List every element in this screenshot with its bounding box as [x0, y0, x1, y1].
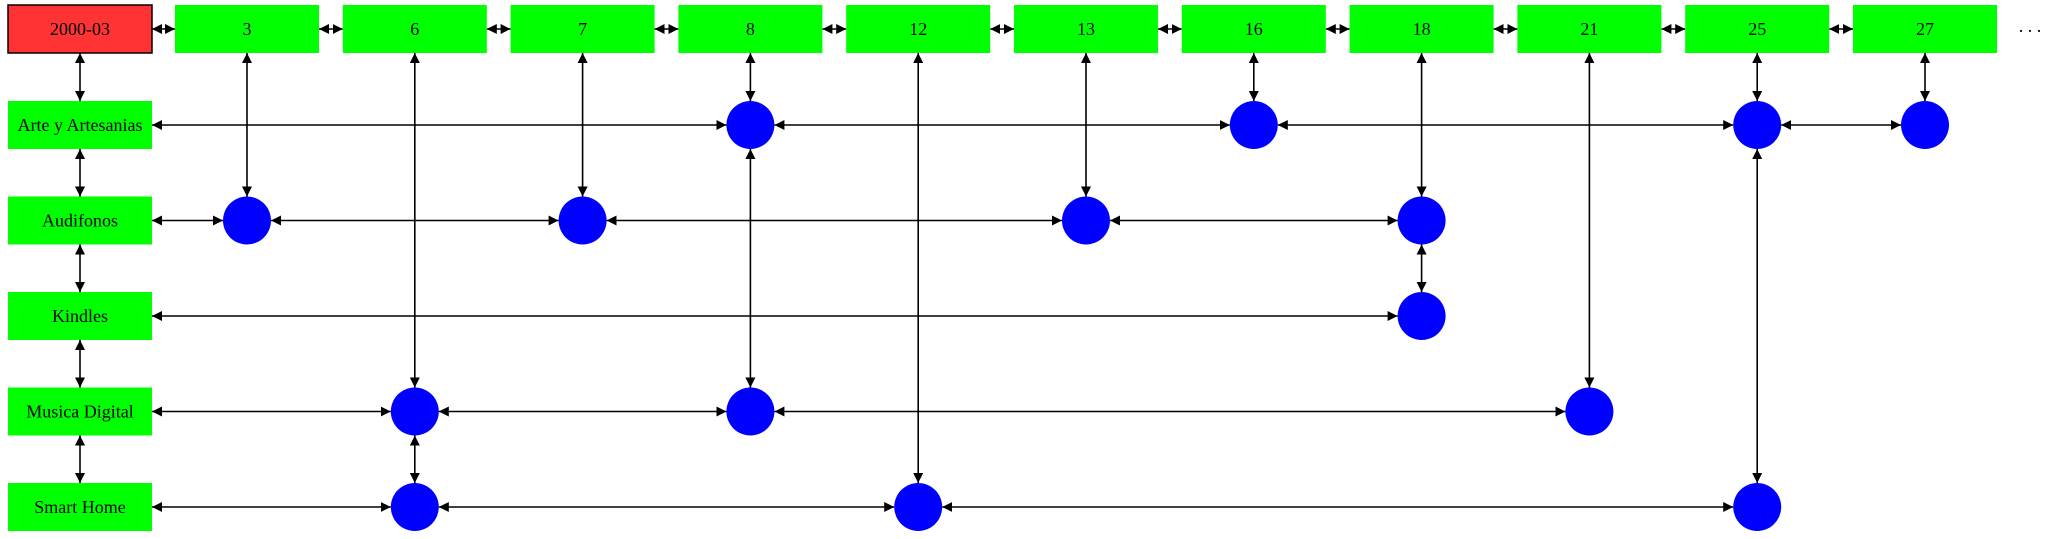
header-column-16-box: [1181, 5, 1326, 53]
trailing-ellipsis: . . .: [2019, 16, 2042, 36]
header-column-13-label: 13: [1077, 19, 1095, 39]
category-smart-home: Smart Home: [8, 483, 152, 531]
header-column-27: 27: [1853, 5, 1997, 53]
header-column-16: 16: [1181, 5, 1326, 53]
header-column-7-box: [510, 5, 655, 53]
category-kindles-label: Kindles: [52, 306, 108, 326]
header-root-label: 2000-03: [50, 19, 110, 39]
header-column-21-box: [1517, 5, 1662, 53]
header-column-13: 13: [1014, 5, 1158, 53]
node-audifonos-13: [1062, 196, 1110, 245]
header-column-3-box: [175, 5, 319, 53]
node-audifonos-18: [1397, 196, 1446, 245]
node-kindles-18: [1397, 292, 1446, 340]
header-root: 2000-03: [7, 4, 153, 54]
header-column-6: 6: [342, 5, 487, 53]
header-root-box: [7, 4, 153, 54]
category-musica-digital-box: [8, 387, 152, 436]
header-column-18-label: 18: [1413, 19, 1431, 39]
node-arte-y-artesanias-8: [726, 101, 775, 149]
header-column-21: 21: [1517, 5, 1662, 53]
header-column-12-box: [846, 5, 991, 53]
category-audifonos: Audifonos: [8, 196, 152, 245]
header-column-6-box: [342, 5, 487, 53]
node-smart-home-6: [390, 483, 439, 531]
header-column-18: 18: [1349, 5, 1494, 53]
node-arte-y-artesanias-16: [1229, 101, 1278, 149]
category-musica-digital-label: Musica Digital: [26, 402, 133, 422]
header-column-8: 8: [678, 5, 823, 53]
node-arte-y-artesanias-25: [1733, 101, 1782, 149]
category-musica-digital: Musica Digital: [8, 387, 152, 436]
category-arte-y-artesanias-label: Arte y Artesanias: [18, 115, 143, 135]
header-column-3: 3: [175, 5, 319, 53]
header-column-25-box: [1685, 5, 1830, 53]
header-column-13-box: [1014, 5, 1158, 53]
node-musica-digital-21: [1565, 387, 1614, 436]
header-column-8-box: [678, 5, 823, 53]
node-musica-digital-8: [726, 387, 775, 436]
header-column-12: 12: [846, 5, 991, 53]
header-column-6-label: 6: [410, 19, 419, 39]
header-column-25: 25: [1685, 5, 1830, 53]
edges-layer: [75, 24, 1930, 512]
header-column-12-label: 12: [909, 19, 927, 39]
header-column-7: 7: [510, 5, 655, 53]
header-column-27-label: 27: [1916, 19, 1934, 39]
node-audifonos-3: [223, 196, 271, 245]
node-musica-digital-6: [390, 387, 439, 436]
category-kindles: Kindles: [8, 292, 152, 340]
header-column-8-label: 8: [746, 19, 755, 39]
header-column-3-label: 3: [243, 19, 252, 39]
node-smart-home-12: [894, 483, 943, 531]
node-smart-home-25: [1733, 483, 1782, 531]
category-arte-y-artesanias-box: [8, 101, 152, 149]
category-arte-y-artesanias: Arte y Artesanias: [8, 101, 152, 149]
node-arte-y-artesanias-27: [1901, 101, 1949, 149]
header-column-25-label: 25: [1748, 19, 1766, 39]
header-column-18-box: [1349, 5, 1494, 53]
category-audifonos-box: [8, 196, 152, 245]
category-kindles-box: [8, 292, 152, 340]
node-audifonos-7: [558, 196, 607, 245]
header-column-16-label: 16: [1245, 19, 1263, 39]
category-audifonos-label: Audifonos: [42, 211, 118, 231]
category-smart-home-box: [8, 483, 152, 531]
category-smart-home-label: Smart Home: [34, 497, 126, 517]
header-column-27-box: [1853, 5, 1997, 53]
header-column-7-label: 7: [578, 19, 587, 39]
header-column-21-label: 21: [1580, 19, 1598, 39]
